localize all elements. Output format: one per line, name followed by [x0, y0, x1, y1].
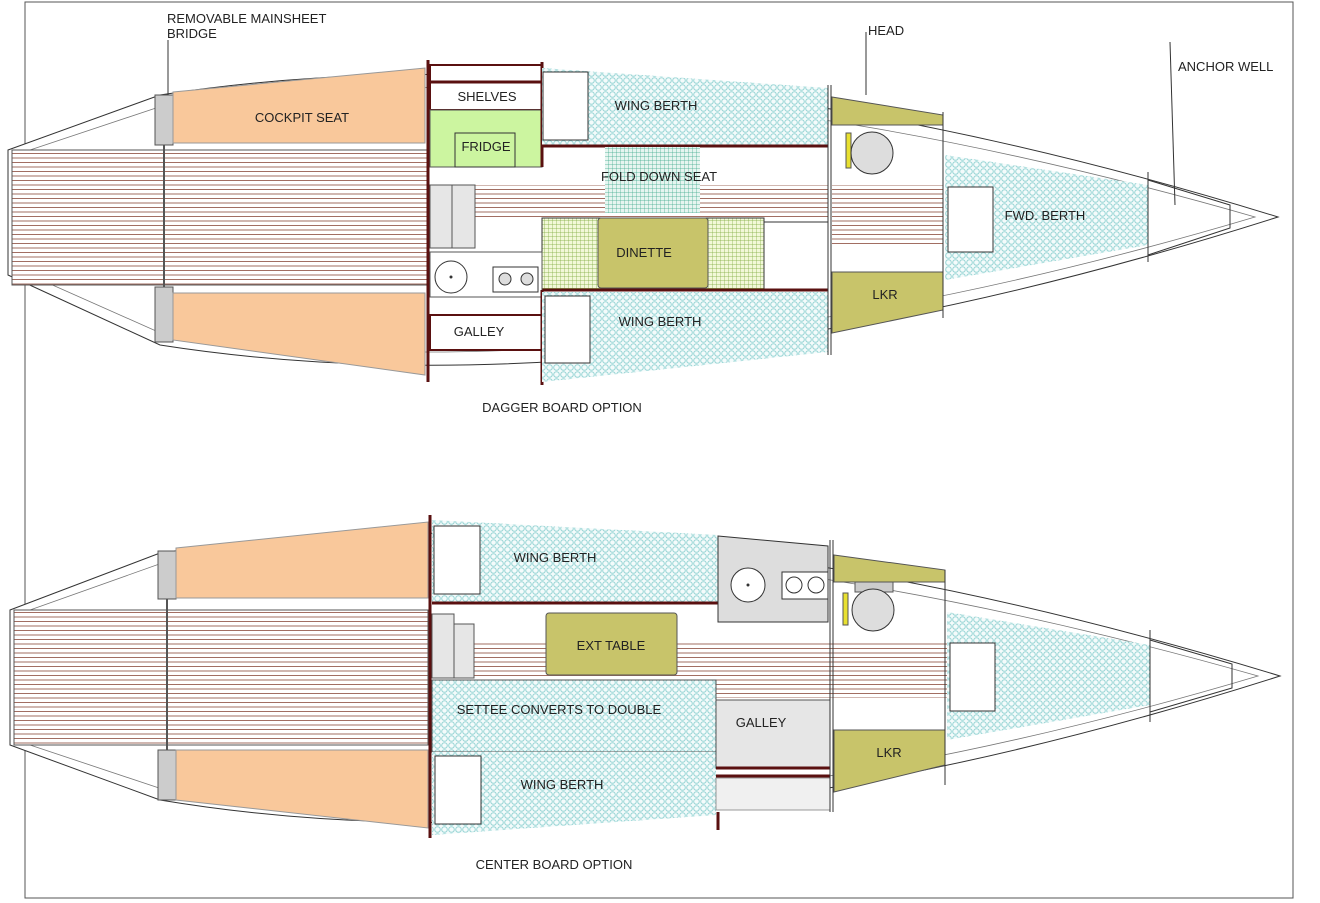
locker	[831, 271, 944, 334]
galley-locker	[429, 314, 543, 351]
cockpit-seat-port	[172, 67, 426, 144]
wing-berth-starboard	[542, 292, 828, 382]
wing-berth-port	[542, 68, 828, 145]
cockpit-sole	[11, 149, 429, 286]
cockpit-sole	[13, 609, 429, 746]
label-wing-berth-bottom: WING BERTH	[619, 314, 702, 329]
anchor-well-leader	[1169, 41, 1176, 206]
toilet-icon	[850, 131, 894, 175]
fwd-berth	[945, 155, 1148, 280]
wing-berth-port	[432, 520, 718, 602]
head-locker	[831, 96, 944, 126]
cockpit-seat-starboard	[175, 749, 429, 829]
center-board-plan: WING BERTH EXT TABLE SETTEE CONVERTS TO …	[9, 515, 1282, 872]
caption-dagger-board: DAGGER BOARD OPTION	[482, 400, 642, 415]
label-dinette: DINETTE	[616, 245, 672, 260]
dinette-table	[597, 217, 709, 289]
label-lkr: LKR	[872, 287, 897, 302]
callout-mainsheet-1: REMOVABLE MAINSHEET	[167, 11, 326, 26]
label-fridge: FRIDGE	[461, 139, 510, 154]
drawing-border	[24, 1, 1294, 899]
label-wing-berth-top: WING BERTH	[615, 98, 698, 113]
galley-counter-starboard	[715, 699, 831, 769]
wing-berth-starboard	[432, 752, 716, 835]
head-shelf	[845, 132, 852, 169]
label-shelves: SHELVES	[457, 89, 516, 104]
label-galley: GALLEY	[454, 324, 505, 339]
callout-head: HEAD	[868, 23, 904, 38]
label-ext-table: EXT TABLE	[577, 638, 646, 653]
cockpit-seat-starboard	[172, 292, 426, 376]
toilet-icon	[851, 588, 895, 632]
label-fold-down-seat: FOLD DOWN SEAT	[601, 169, 717, 184]
label-fwd-berth: FWD. BERTH	[1005, 208, 1086, 223]
callout-mainsheet-2: BRIDGE	[167, 26, 217, 41]
bridge-post-starboard	[154, 286, 174, 343]
fold-down-seat	[605, 147, 700, 213]
cockpit-seat-port	[175, 521, 429, 599]
label-lkr: LKR	[876, 745, 901, 760]
dagger-board-plan: COCKPIT SEAT SHELVES FRIDGE WING BERTH F…	[7, 32, 1280, 415]
locker	[833, 729, 946, 793]
bridge-post-port	[154, 94, 174, 146]
anchor-well	[1147, 179, 1231, 256]
callout-anchor-well: ANCHOR WELL	[1178, 59, 1273, 74]
label-cockpit-seat: COCKPIT SEAT	[255, 110, 349, 125]
label-galley: GALLEY	[736, 715, 787, 730]
fridge	[454, 132, 516, 168]
caption-center-board: CENTER BOARD OPTION	[476, 857, 633, 872]
label-wing-berth-top: WING BERTH	[514, 550, 597, 565]
berth-locker	[542, 71, 589, 141]
label-settee: SETTEE CONVERTS TO DOUBLE	[457, 702, 662, 717]
fwd-berth	[947, 612, 1150, 740]
ext-table	[545, 612, 678, 676]
label-wing-berth-bottom: WING BERTH	[521, 777, 604, 792]
